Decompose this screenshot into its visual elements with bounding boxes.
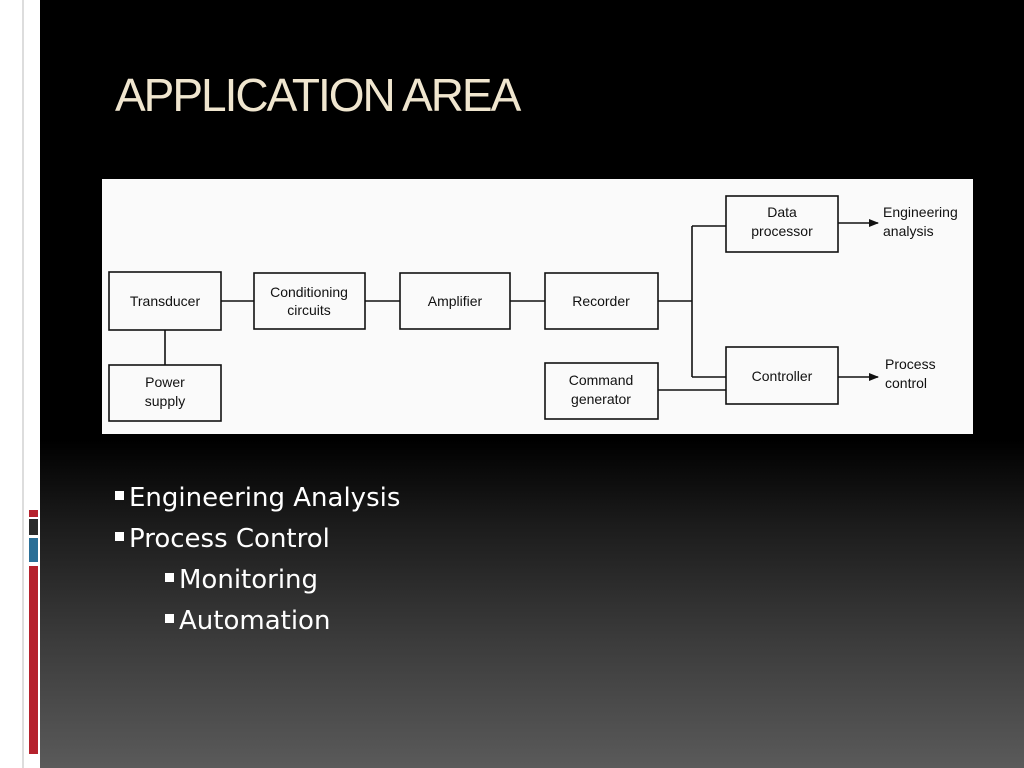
conditioning-label-1: Conditioning	[270, 284, 348, 300]
left-thin-line-1	[22, 0, 24, 768]
square-bullet-icon	[115, 532, 124, 541]
accent-bar-red-top	[29, 510, 38, 517]
recorder-label: Recorder	[572, 293, 630, 309]
output-process-label-2: control	[885, 375, 927, 391]
command-generator-label-1: Command	[569, 372, 634, 388]
conditioning-circuits-block: Conditioning circuits	[253, 272, 366, 330]
command-generator-block: Command generator	[544, 362, 659, 420]
bullet-text: Engineering Analysis	[129, 483, 401, 513]
data-processor-block: Data processor	[725, 195, 839, 253]
block-diagram-figure: Transducer Conditioning circuits Amplifi…	[102, 179, 973, 434]
bullet-text: Automation	[179, 606, 331, 636]
bullet-automation: Automation	[115, 601, 400, 642]
data-processor-label-2: processor	[751, 223, 813, 239]
power-supply-label-1: Power	[145, 374, 185, 390]
accent-bar-red-long	[29, 566, 38, 754]
data-processor-label-1: Data	[767, 204, 797, 220]
bullet-text: Process Control	[129, 524, 330, 554]
command-generator-label-2: generator	[571, 391, 631, 407]
accent-bar-blue	[29, 538, 38, 562]
slide-title: APPLICATION AREA	[115, 69, 521, 121]
conditioning-label-2: circuits	[287, 302, 331, 318]
square-bullet-icon	[165, 614, 174, 623]
square-bullet-icon	[165, 573, 174, 582]
recorder-block: Recorder	[544, 272, 659, 330]
amplifier-block: Amplifier	[399, 272, 511, 330]
bullet-list: Engineering Analysis Process Control Mon…	[115, 478, 400, 642]
power-supply-block: Power supply	[108, 364, 222, 422]
accent-bar-dark	[29, 519, 38, 535]
bullet-text: Monitoring	[179, 565, 319, 595]
bullet-monitoring: Monitoring	[115, 560, 400, 601]
controller-block: Controller	[725, 346, 839, 405]
bullet-process-control: Process Control	[115, 519, 400, 560]
output-engineering-label-2: analysis	[883, 223, 934, 239]
block-diagram: Transducer Conditioning circuits Amplifi…	[108, 195, 958, 422]
amplifier-label: Amplifier	[428, 293, 483, 309]
output-process-label-1: Process	[885, 356, 936, 372]
bullet-engineering-analysis: Engineering Analysis	[115, 478, 400, 519]
power-supply-label-2: supply	[145, 393, 185, 409]
transducer-block: Transducer	[108, 271, 222, 331]
transducer-label: Transducer	[130, 293, 201, 309]
controller-label: Controller	[752, 368, 813, 384]
output-engineering-label-1: Engineering	[883, 204, 958, 220]
square-bullet-icon	[115, 491, 124, 500]
